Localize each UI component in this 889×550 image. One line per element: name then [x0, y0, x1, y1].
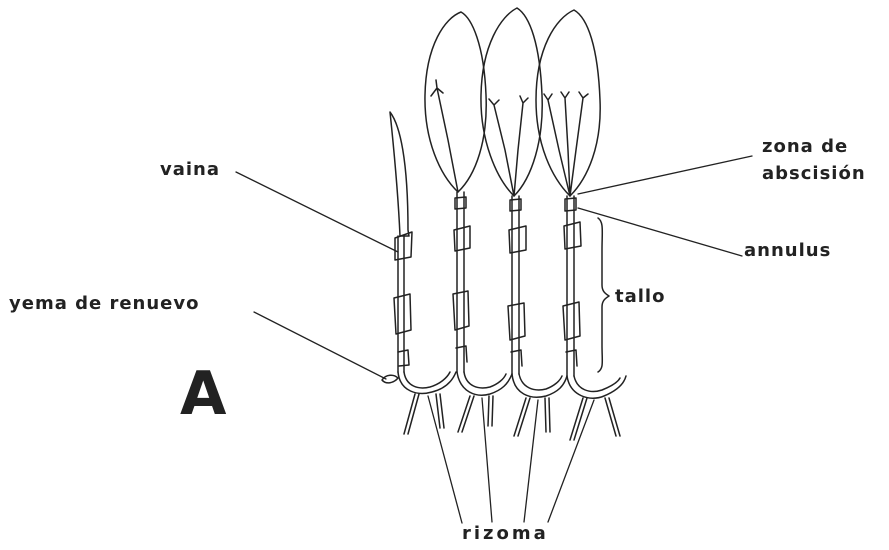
label-yema-de-renuevo: yema de renuevo — [9, 293, 200, 315]
leader-rizoma-3 — [524, 400, 538, 522]
shoot-3-node-lower — [508, 303, 525, 340]
renewal-bud — [382, 375, 398, 383]
shoot-1-node-lower — [394, 294, 411, 334]
tallo-bracket — [598, 218, 609, 372]
shoot-2-stem — [457, 192, 464, 372]
shoot-3-veins — [489, 96, 528, 196]
shoot-2-node-lower — [453, 291, 469, 330]
label-annulus: annulus — [744, 240, 831, 262]
shoot-2-spikelet — [425, 12, 486, 192]
rhizome-curve-4-inner — [574, 376, 620, 391]
leader-zona — [578, 156, 752, 194]
shoot-2 — [425, 12, 486, 372]
label-zona-de: zona de — [762, 136, 848, 158]
shoot-1 — [382, 112, 412, 383]
rhizome-curve-1-inner — [404, 372, 450, 388]
label-vaina: vaina — [160, 159, 220, 181]
rhizome-curve-3-inner — [519, 374, 562, 390]
leader-vaina — [236, 172, 398, 252]
leader-lines — [236, 156, 752, 523]
label-abscision: abscisión — [762, 163, 866, 185]
label-tallo: tallo — [615, 286, 665, 308]
leader-yema — [254, 312, 386, 379]
shoot-4-node-lower — [563, 302, 580, 340]
leader-rizoma-4 — [548, 400, 594, 522]
shoot-1-sheath-blade — [390, 112, 409, 236]
shoot-3 — [481, 8, 542, 374]
rhizome-curve-4 — [567, 376, 626, 398]
rhizome-curve-2-inner — [464, 372, 506, 388]
panel-letter: A — [180, 364, 226, 424]
shoot-3-spikelet — [481, 8, 542, 196]
label-rizoma: rizoma — [462, 523, 549, 545]
leader-rizoma-1 — [428, 396, 462, 523]
leader-rizoma-2 — [482, 398, 492, 522]
shoot-4 — [536, 10, 600, 376]
shoot-3-stem — [512, 196, 519, 374]
